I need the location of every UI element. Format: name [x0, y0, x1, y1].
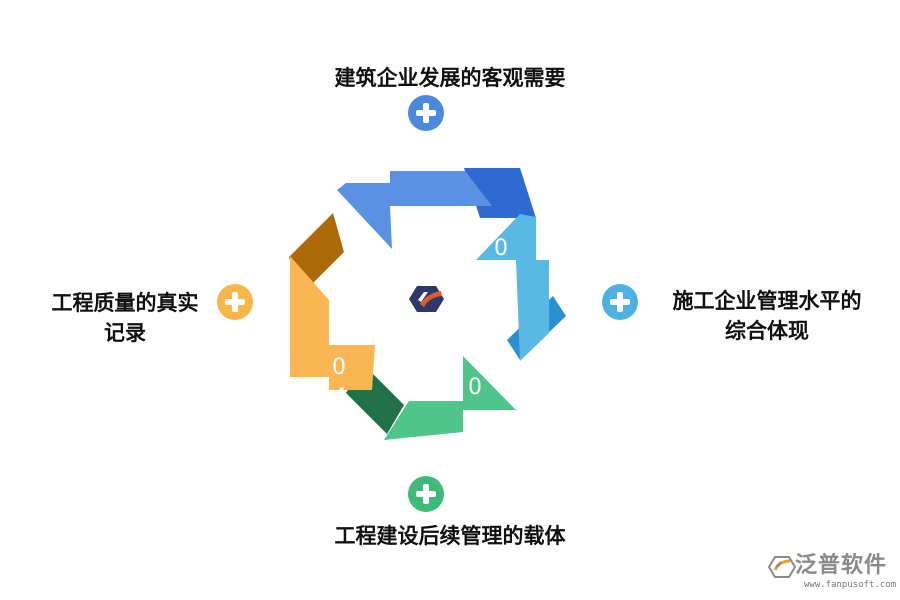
- label-left-line-2: 记录: [104, 321, 146, 345]
- label-bottom-line-1: 工程建设后续管理的载体: [334, 524, 566, 548]
- arrow-segment-3: [384, 356, 517, 440]
- arrow-segment-1: [337, 171, 492, 249]
- label-right-line-2: 综合体现: [725, 319, 809, 343]
- brand-name: 泛普软件: [795, 553, 888, 578]
- label-right: 施工企业管理水平的 综合体现: [652, 286, 882, 346]
- brand-watermark: 泛普软件 www.fanpusoft.com: [768, 551, 897, 595]
- cycle-number-1-first: 0: [352, 214, 366, 239]
- arrow-segment-4: [290, 256, 375, 390]
- arrow-segment-2: [476, 214, 549, 361]
- brand-url: www.fanpusoft.com: [804, 580, 897, 590]
- label-right-line-1: 施工企业管理水平的: [672, 289, 862, 313]
- cycle-number-4-second: 4: [333, 385, 347, 410]
- plus-icon-left[interactable]: [217, 284, 253, 320]
- label-top-line-1: 建筑企业发展的客观需要: [334, 66, 566, 90]
- cycle-number-4-first: 0: [332, 355, 346, 380]
- cycle-number-2-second: 2: [497, 275, 511, 300]
- cycle-number-1-second: 1: [355, 250, 369, 275]
- plus-icon-right[interactable]: [602, 284, 638, 320]
- cycle-number-3-second: 3: [468, 413, 482, 438]
- cycle-number-2-first: 0: [494, 236, 508, 261]
- label-bottom: 工程建设后续管理的载体: [300, 521, 600, 551]
- center-logo-icon: [409, 286, 444, 312]
- label-left: 工程质量的真实 记录: [30, 288, 220, 348]
- label-left-line-1: 工程质量的真实: [51, 291, 199, 315]
- plus-icon-bottom[interactable]: [408, 476, 444, 512]
- brand-logo-icon: [768, 556, 796, 578]
- plus-icon-top[interactable]: [408, 95, 444, 131]
- label-top: 建筑企业发展的客观需要: [300, 63, 600, 93]
- cycle-number-3-first: 0: [468, 375, 482, 400]
